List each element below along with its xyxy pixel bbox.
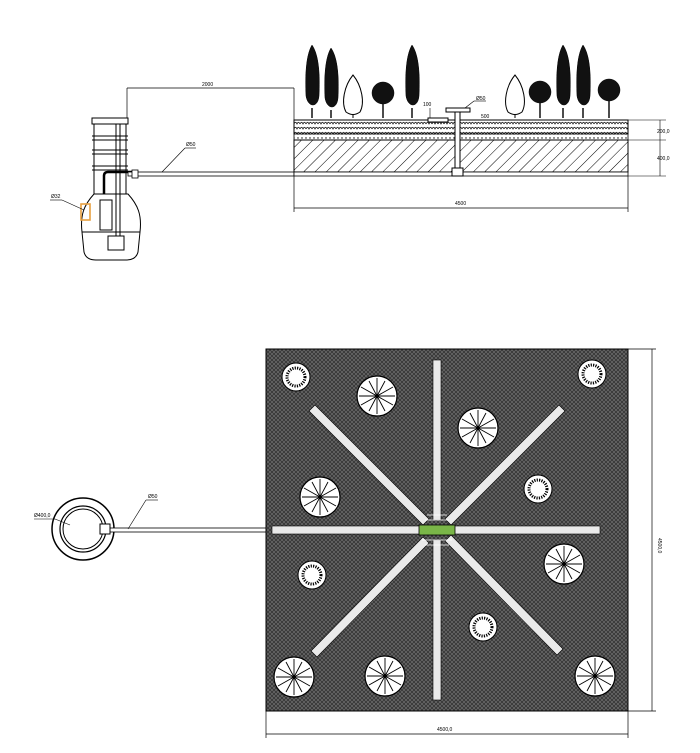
- plant-4: [543, 543, 585, 585]
- tree-8: [556, 44, 571, 118]
- tank-component-label: Ø32: [51, 194, 61, 200]
- septic-tank-elevation: [81, 117, 141, 261]
- plant-1: [356, 375, 398, 417]
- shrubs: [281, 359, 607, 642]
- layer-bottom-label: 400,0: [657, 156, 670, 162]
- tree-2: [324, 47, 339, 118]
- distribution-laterals: [271, 359, 601, 701]
- lateral-nw: [308, 404, 430, 526]
- field-length-label: 4500: [455, 201, 466, 207]
- tree-1: [305, 44, 320, 118]
- pipe-label: Ø50: [186, 142, 196, 148]
- dim-tank-to-field: [126, 87, 295, 122]
- dotted-layer: [293, 133, 629, 141]
- plants: [273, 375, 616, 698]
- septic-tank-plan: [51, 497, 115, 561]
- shrub-2: [577, 359, 607, 389]
- tree-10: [597, 78, 621, 118]
- shrub-3: [523, 474, 553, 504]
- shrub-4: [297, 560, 327, 590]
- tree-7: [528, 80, 552, 118]
- tree-3: [343, 74, 363, 118]
- plan-pipe-label: Ø50: [148, 494, 158, 500]
- dim-layers: [628, 119, 666, 177]
- tree-5: [405, 44, 420, 118]
- vent-pipe: [427, 107, 471, 177]
- lateral-east: [445, 525, 601, 535]
- lateral-west: [271, 525, 429, 535]
- vent-spacing-label: 500: [481, 114, 490, 120]
- plan-view: Ø400,0 Ø50: [34, 348, 662, 738]
- shrub-1: [281, 362, 311, 392]
- section-view: Ø32 Ø50 2000: [50, 44, 670, 261]
- dim-tank-to-field-label: 2000: [202, 82, 213, 88]
- field-side-horizontal-label: 4500,0: [437, 727, 453, 733]
- lateral-se: [444, 534, 564, 656]
- plant-2: [457, 407, 499, 449]
- shrub-5: [468, 612, 498, 642]
- lateral-north: [432, 359, 442, 521]
- vent-pipe-label: Ø50: [476, 96, 486, 102]
- lateral-sw: [310, 536, 430, 658]
- distribution-box: [418, 524, 456, 536]
- hatched-layer: [293, 139, 629, 173]
- lateral-south: [432, 539, 442, 701]
- plant-6: [364, 655, 406, 697]
- plant-3: [299, 476, 341, 518]
- pump-float: [80, 203, 91, 221]
- dim-field-horizontal: [265, 711, 629, 738]
- field-side-vertical-label: 4500,0: [656, 538, 662, 554]
- topsoil-layer: [293, 119, 629, 135]
- distribution-hub: [422, 514, 452, 546]
- tank-diameter-label: Ø400,0: [34, 513, 51, 519]
- tree-4: [371, 81, 395, 118]
- tree-6: [505, 74, 525, 118]
- dim-field-vertical: [628, 348, 656, 712]
- outlet-pipe: [127, 171, 295, 177]
- vent-height-label: 100: [423, 102, 432, 108]
- lateral-ne: [444, 404, 566, 526]
- trees: [305, 44, 621, 118]
- layer-top-label: 200,0: [657, 129, 670, 135]
- plant-7: [574, 655, 616, 697]
- tree-9: [576, 44, 591, 118]
- dim-field-length: [293, 176, 629, 212]
- plant-5: [273, 656, 315, 698]
